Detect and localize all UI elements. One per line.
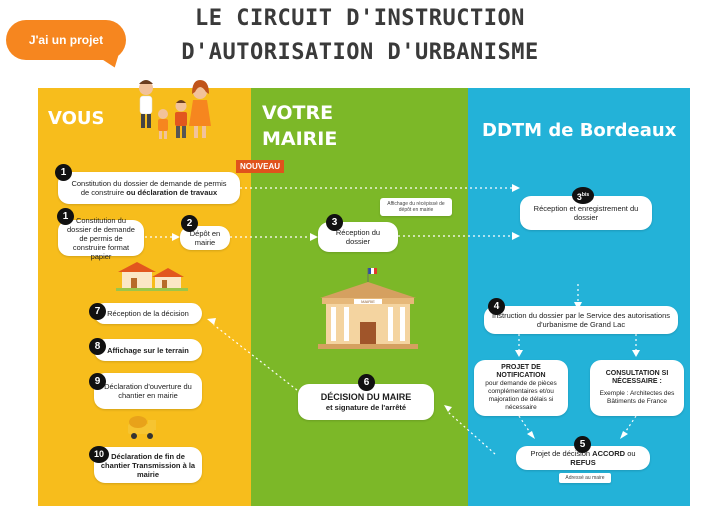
- notification-title: PROJET DE NOTIFICATION: [496, 364, 546, 379]
- flow-arrowheads: [172, 184, 640, 439]
- column-title-mairie-line-2: MAIRIE: [262, 128, 338, 150]
- step-1-online-line-1: Constitution du dossier de demande de pe…: [71, 179, 227, 188]
- step-5-accord: ACCORD: [592, 449, 626, 458]
- step-5-refus: REFUS: [570, 458, 596, 467]
- column-title-vous: VOUS: [48, 108, 105, 129]
- step-3bis-number: 3bis: [572, 187, 594, 204]
- step-4-number: 4: [488, 298, 505, 315]
- flow-connectors: [145, 187, 637, 455]
- step-8-number: 8: [89, 338, 106, 355]
- step-9-box: Déclaration d'ouverture du chantier en m…: [94, 373, 202, 409]
- step-10-number: 10: [89, 446, 109, 463]
- step-1-online-line-2a: de construire: [80, 188, 125, 197]
- step-3-number: 3: [326, 214, 343, 231]
- step-6-text: et signature de l'arrêté: [325, 403, 407, 412]
- step-7-box: Réception de la décision: [94, 303, 202, 324]
- family-illustration: [139, 80, 211, 139]
- step-1-online-number: 1: [55, 164, 72, 181]
- step-1-online-line-2b: ou déclaration de travaux: [126, 188, 218, 197]
- step-5-ou: ou: [627, 449, 636, 458]
- step-5-note: Adressé au maire: [559, 473, 611, 483]
- consultation-box: CONSULTATION SI NÉCESSAIRE : Exemple : A…: [590, 360, 684, 416]
- step-5-box: Projet de décision ACCORD ou REFUS: [516, 446, 650, 470]
- project-bubble: J'ai un projet: [6, 20, 126, 60]
- step-4-box: Instruction du dossier par le Service de…: [484, 306, 678, 334]
- step-1-online-text: Constitution du dossier de demande de pe…: [71, 179, 226, 197]
- step-1-online-line-2: de construire ou déclaration de travaux: [71, 188, 226, 197]
- step-6-title: DÉCISION DU MAIRE: [320, 392, 412, 402]
- houses-illustration: [116, 262, 188, 291]
- notification-text: pour demande de pièces complémentaires e…: [485, 380, 557, 411]
- step-3bis-number-main: 3: [576, 192, 582, 202]
- consultation-title: CONSULTATION SI NÉCESSAIRE :: [605, 370, 669, 385]
- title-line-2: D'AUTORISATION D'URBANISME: [181, 40, 539, 65]
- step-1-paper-box: Constitution du dossier de demande de pe…: [58, 216, 144, 261]
- mairie-building-illustration: [318, 268, 418, 349]
- consultation-text: Exemple : Architectes des Bâtiments de F…: [599, 390, 675, 405]
- step-5-number: 5: [574, 436, 591, 453]
- step-1-paper-number: 1: [57, 208, 74, 225]
- step-10-box: Déclaration de fin de chantier Transmiss…: [94, 447, 202, 483]
- step-5-pre: Projet de décision: [530, 449, 591, 458]
- step-3bis-number-sup: bis: [581, 192, 590, 198]
- step-3-note: Affichage du récépissé de dépôt en mairi…: [380, 198, 452, 216]
- column-title-mairie-line-1: VOTRE: [262, 102, 334, 124]
- cement-truck-illustration: [128, 416, 156, 439]
- step-5-text: Projet de décision ACCORD ou REFUS: [522, 449, 644, 467]
- step-8-box: Affichage sur le terrain: [94, 339, 202, 361]
- step-7-number: 7: [89, 303, 106, 320]
- step-6-number: 6: [358, 374, 375, 391]
- mairie-sign-text: MAIRIE: [361, 299, 375, 304]
- column-title-mairie: VOTRE MAIRIE: [262, 100, 337, 152]
- notification-box: PROJET DE NOTIFICATION pour demande de p…: [474, 360, 568, 416]
- step-2-number: 2: [181, 215, 198, 232]
- title-line-1: LE CIRCUIT D'INSTRUCTION: [195, 6, 525, 31]
- step-9-number: 9: [89, 373, 106, 390]
- nouveau-badge: NOUVEAU: [236, 160, 285, 173]
- step-1-online-box: Constitution du dossier de demande de pe…: [58, 172, 240, 204]
- column-title-ddtm: DDTM de Bordeaux: [482, 120, 677, 141]
- column-vous: [38, 88, 251, 506]
